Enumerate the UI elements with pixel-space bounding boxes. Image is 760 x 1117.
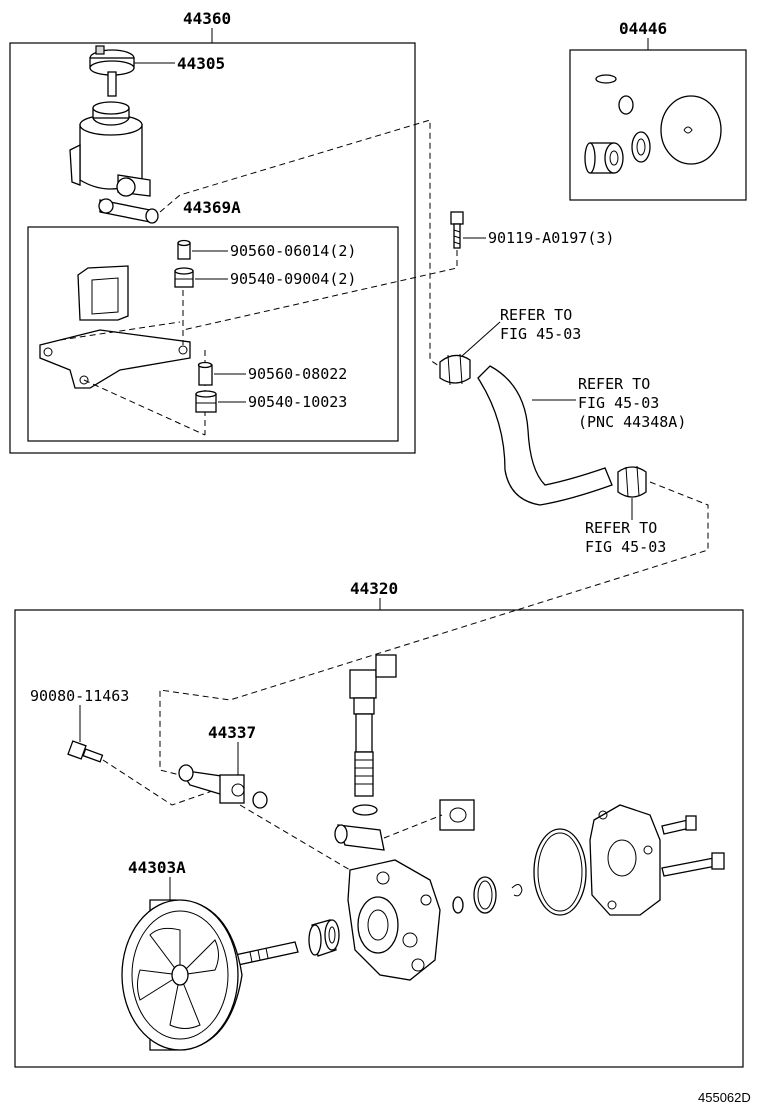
label-44303A: 44303A — [128, 858, 186, 877]
dash-hose-to-pump — [159, 481, 709, 776]
o-ring-small[interactable] — [452, 896, 464, 914]
clamp-lower[interactable] — [617, 465, 647, 498]
dash-bolt-to-union — [102, 759, 216, 806]
refer-2-line1: REFER TO — [578, 375, 650, 393]
refer-3-line2: FIG 45-03 — [585, 538, 666, 556]
flow-control-valve[interactable] — [349, 654, 397, 816]
oil-seal[interactable] — [308, 919, 340, 957]
leader-refer-1 — [461, 321, 501, 357]
label-44320: 44320 — [350, 579, 398, 598]
bolt-90119-A0197[interactable] — [450, 211, 464, 249]
cover-bolts[interactable] — [661, 815, 725, 877]
label-44337: 44337 — [208, 723, 256, 742]
reservoir-tank[interactable] — [69, 101, 159, 224]
label-44369A: 44369A — [183, 198, 241, 217]
pulley-44303A[interactable] — [121, 899, 243, 1051]
o-ring-large[interactable] — [473, 876, 497, 914]
dash-bracket-3 — [83, 379, 206, 436]
label-90119-A0197: 90119-A0197(3) — [488, 229, 614, 247]
reservoir-bracket[interactable] — [39, 265, 191, 389]
label-90540-09004: 90540-09004(2) — [230, 270, 356, 288]
refer-1-line2: FIG 45-03 — [500, 325, 581, 343]
pump-cover-gasket[interactable] — [533, 828, 587, 916]
cushion-90540-09004[interactable] — [174, 267, 194, 288]
label-90560-08022: 90560-08022 — [248, 365, 347, 383]
reservoir-cap-44305[interactable] — [89, 45, 135, 97]
pump-assembly-44320-box — [14, 598, 744, 1068]
label-90540-10023: 90540-10023 — [248, 393, 347, 411]
assembly-44360-box — [9, 28, 416, 454]
label-44360: 44360 — [183, 9, 231, 28]
pump-rear-cover[interactable] — [589, 804, 661, 916]
refer-3-line1: REFER TO — [585, 519, 657, 537]
refer-2-line3: (PNC 44348A) — [578, 413, 686, 431]
collar-90560-06014[interactable] — [177, 239, 191, 260]
label-90080-11463: 90080-11463 — [30, 687, 129, 705]
refer-1-line1: REFER TO — [500, 306, 572, 324]
label-90560-06014: 90560-06014(2) — [230, 242, 356, 260]
refer-2-line2: FIG 45-03 — [578, 394, 659, 412]
label-04446: 04446 — [619, 19, 667, 38]
gasket-kit-parts[interactable] — [584, 74, 722, 174]
cushion-90540-10023[interactable] — [195, 390, 217, 413]
snap-ring[interactable] — [511, 884, 523, 897]
diagram-code: 455062D — [698, 1090, 751, 1105]
dash-bracket-2 — [59, 321, 181, 341]
dash-union-to-pump — [239, 804, 351, 871]
suction-fitting[interactable] — [334, 799, 475, 851]
gasket-kit-04446-box — [569, 38, 747, 201]
union-44337[interactable] — [178, 764, 268, 809]
dash-bolt-to-bracket — [182, 250, 458, 331]
label-44305: 44305 — [177, 54, 225, 73]
dash-reservoir-to-hose — [159, 119, 446, 371]
collar-90560-08022[interactable] — [197, 361, 213, 386]
clamp-upper[interactable] — [439, 353, 471, 386]
dash-fitting — [383, 814, 443, 839]
bracket-kit-44369A-box — [27, 226, 399, 442]
return-hose[interactable] — [477, 365, 613, 506]
pump-shaft[interactable] — [234, 941, 299, 966]
bolt-90080-11463[interactable] — [67, 740, 104, 763]
pump-housing[interactable] — [347, 859, 441, 981]
